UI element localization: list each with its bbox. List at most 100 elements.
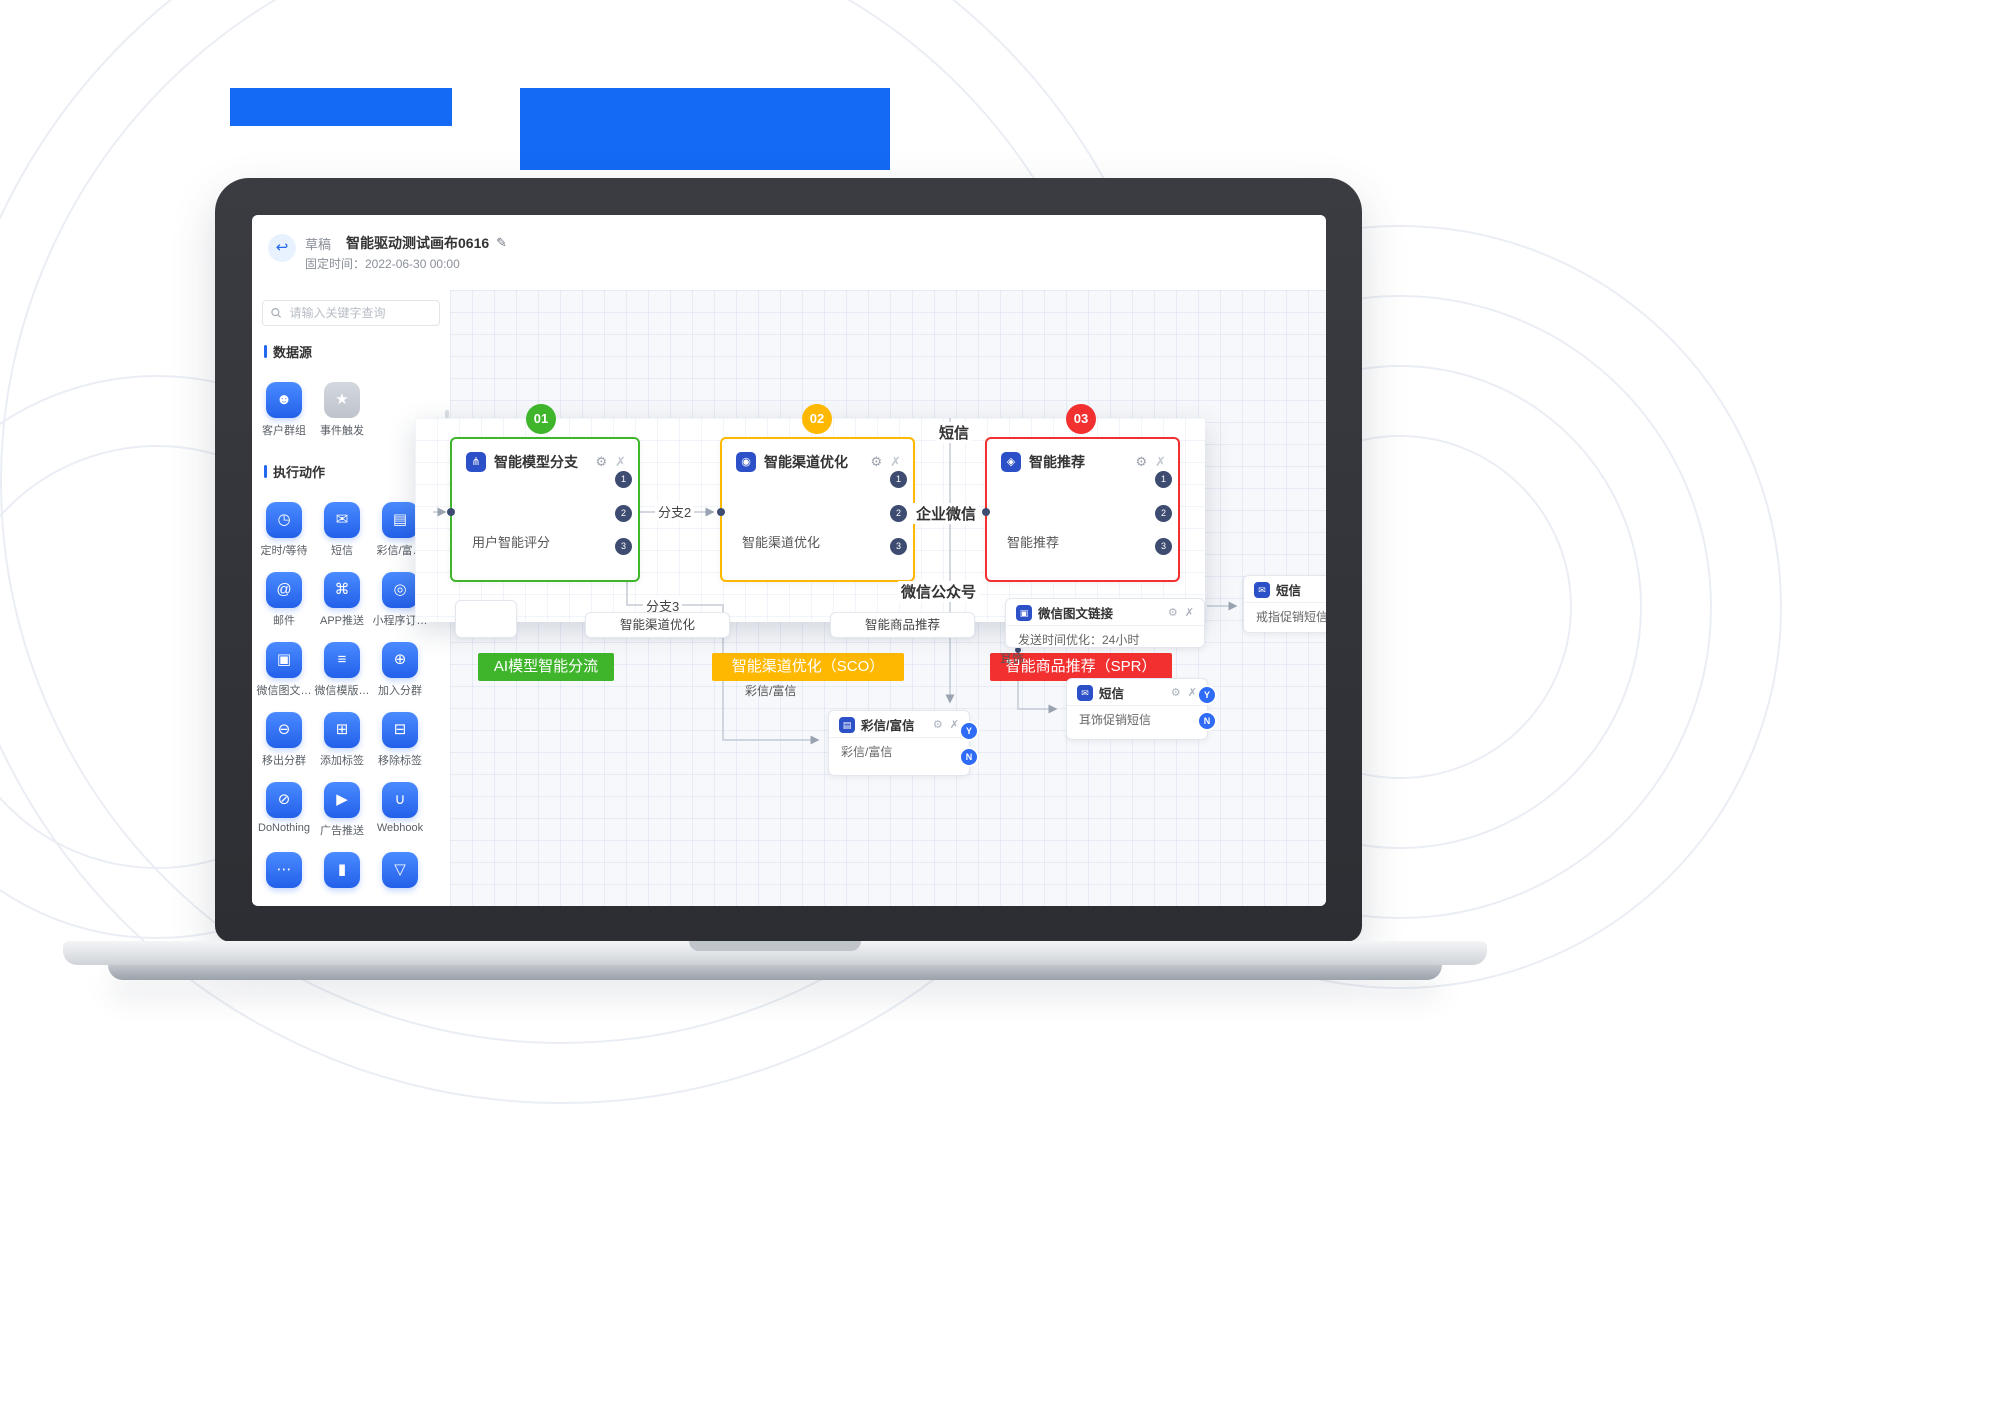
chat-icon: ⋯	[266, 852, 302, 888]
zoom-overlay-panel: 3491 3491 3491 01 02 03 ⋔ 智能模型分支 ⚙ ✗ 用户智…	[415, 404, 1205, 622]
input-port[interactable]	[717, 508, 725, 516]
node-partial-empty[interactable]	[455, 600, 517, 638]
node-card-recommend[interactable]: ◈ 智能推荐 ⚙ ✗ 智能推荐 1 2 3	[982, 437, 1180, 582]
palette-item-webhook[interactable]: ∪ Webhook	[372, 782, 428, 834]
webhook-icon: ∪	[382, 782, 418, 818]
port-2[interactable]: 2	[615, 505, 632, 522]
palette-item-wechat-article[interactable]: ▣ 微信图文…	[256, 642, 312, 698]
palette-item-miniprogram[interactable]: ◎ 小程序订…	[372, 572, 428, 628]
sms-icon: ✉	[1077, 684, 1093, 701]
yn-badge-n[interactable]: N	[1199, 713, 1215, 729]
palette-item-join-group[interactable]: ⊕ 加入分群	[372, 642, 428, 698]
gear-icon[interactable]: ⚙	[932, 719, 943, 731]
sms-icon: ✉	[324, 502, 360, 538]
palette-item-customer-group[interactable]: ☻ 客户群组	[256, 382, 312, 438]
palette-item-bookmark[interactable]: ▮	[314, 852, 370, 888]
draft-label: 草稿	[305, 237, 332, 252]
laptop-base	[63, 941, 1487, 965]
node-body: 智能推荐	[1007, 535, 1060, 550]
palette-item-donothing[interactable]: ⊘ DoNothing	[256, 782, 312, 834]
search-box[interactable]	[262, 300, 440, 326]
callout-sco: 智能渠道优化（SCO）	[712, 653, 904, 681]
remove-tag-icon: ⊟	[382, 712, 418, 748]
palette-label: 移出分群	[262, 755, 306, 767]
yn-badge-y[interactable]: Y	[1199, 687, 1215, 703]
palette-item-ad-push[interactable]: ▶ 广告推送	[314, 782, 370, 838]
palette-label: 短信	[331, 545, 353, 557]
node-mms[interactable]: ▤ 彩信/富信 ⚙ ✗ 彩信/富信 Y N	[828, 710, 977, 776]
decor-blue-rect	[230, 88, 452, 126]
palette-item-wechat-template[interactable]: ≡ 微信模版…	[314, 642, 370, 698]
node-body: 智能渠道优化	[742, 535, 821, 550]
callout-spr: 智能商品推荐（SPR）	[990, 653, 1172, 681]
sidebar: 数据源 ☻ 客户群组 ★ 事件触发 执行动作 ◷ 定时/等待 ✉ 短信	[252, 290, 451, 906]
port-1[interactable]: 1	[890, 471, 907, 488]
palette-label: 定时/等待	[260, 545, 308, 557]
palette-item-app-push[interactable]: ⌘ APP推送	[314, 572, 370, 628]
trash-icon[interactable]: ✗	[615, 454, 626, 469]
gear-icon[interactable]: ⚙	[595, 454, 608, 469]
palette-label: 客户群组	[262, 425, 306, 437]
node-title: 微信图文链接	[1038, 607, 1114, 621]
port-1[interactable]: 1	[1155, 471, 1172, 488]
palette-item-sms[interactable]: ✉ 短信	[314, 502, 370, 558]
edit-icon[interactable]: ✎	[496, 235, 508, 250]
node-card-channel-opt[interactable]: ◉ 智能渠道优化 ⚙ ✗ 智能渠道优化 1 2 3	[717, 437, 915, 582]
node-body: 彩信/富信	[841, 745, 893, 759]
edge-label-wecom: 企业微信	[913, 503, 980, 524]
palette-item-mms[interactable]: ▤ 彩信/富…	[372, 502, 428, 558]
node-sms-ring[interactable]: ✉ 短信 戒指促销短信	[1243, 575, 1326, 633]
back-button[interactable]: ↩	[268, 234, 296, 262]
palette-item-add-tag[interactable]: ⊞ 添加标签	[314, 712, 370, 768]
node-product-recommend-partial[interactable]: 智能商品推荐	[830, 612, 975, 638]
input-port[interactable]	[982, 508, 990, 516]
node-sms-earring[interactable]: ✉ 短信 ⚙ ✗ 耳饰促销短信 Y N	[1066, 678, 1215, 740]
divider	[1067, 705, 1207, 706]
palette-label: 小程序订…	[372, 615, 428, 627]
palette-item-remove-group[interactable]: ⊖ 移出分群	[256, 712, 312, 768]
palette-item-mail[interactable]: @ 邮件	[256, 572, 312, 628]
search-input[interactable]	[287, 305, 431, 321]
node-wechat-article-link[interactable]: ▣ 微信图文链接 ⚙ ✗ 发送时间优化：24小时	[1005, 598, 1205, 648]
yn-badge-y[interactable]: Y	[961, 723, 977, 739]
search-icon	[271, 308, 282, 318]
port-2[interactable]: 2	[1155, 505, 1172, 522]
input-port[interactable]	[447, 508, 455, 516]
port-3[interactable]: 3	[1155, 538, 1172, 555]
node-channel-opt-partial[interactable]: 智能渠道优化	[585, 612, 730, 638]
app-header: ↩ 草稿 智能驱动测试画布0616 ✎ 固定时间：2022-06-30 00:0…	[252, 215, 1326, 291]
port-3[interactable]: 3	[890, 538, 907, 555]
palette-label: 加入分群	[378, 685, 422, 697]
port-1[interactable]: 1	[615, 471, 632, 488]
mms-icon: ▤	[839, 716, 855, 733]
trash-icon[interactable]: ✗	[1187, 687, 1197, 699]
gear-icon[interactable]: ⚙	[1167, 607, 1178, 619]
gear-icon[interactable]: ⚙	[870, 454, 883, 469]
add-tag-icon: ⊞	[324, 712, 360, 748]
port-3[interactable]: 3	[615, 538, 632, 555]
trash-icon[interactable]: ✗	[1184, 607, 1194, 619]
port-2[interactable]: 2	[890, 505, 907, 522]
palette-label: 彩信/富…	[376, 545, 424, 557]
yn-badge-n[interactable]: N	[961, 749, 977, 765]
palette-label: 添加标签	[320, 755, 364, 767]
gear-icon[interactable]: ⚙	[1135, 454, 1148, 469]
palette-label: 微信图文…	[256, 685, 312, 697]
filter-icon: ▽	[382, 852, 418, 888]
palette-item-filter[interactable]: ▽	[372, 852, 428, 888]
palette-item-timer[interactable]: ◷ 定时/等待	[256, 502, 312, 558]
trash-icon[interactable]: ✗	[1155, 454, 1166, 469]
gear-icon[interactable]: ⚙	[1170, 687, 1181, 699]
divider	[1006, 625, 1204, 626]
trash-icon[interactable]: ✗	[949, 719, 959, 731]
trash-icon[interactable]: ✗	[890, 454, 901, 469]
clock-icon: ◷	[266, 502, 302, 538]
node-title: 智能推荐	[1029, 454, 1085, 470]
node-card-model-branch[interactable]: ⋔ 智能模型分支 ⚙ ✗ 用户智能评分 1 2 3	[447, 437, 640, 582]
palette-item-chat[interactable]: ⋯	[256, 852, 312, 888]
node-body: 耳饰促销短信	[1079, 713, 1152, 727]
laptop-base-bottom	[108, 965, 1442, 980]
palette-item-event-trigger[interactable]: ★ 事件触发	[314, 382, 370, 438]
palette-item-remove-tag[interactable]: ⊟ 移除标签	[372, 712, 428, 768]
channel-opt-icon: ◉	[736, 452, 756, 472]
